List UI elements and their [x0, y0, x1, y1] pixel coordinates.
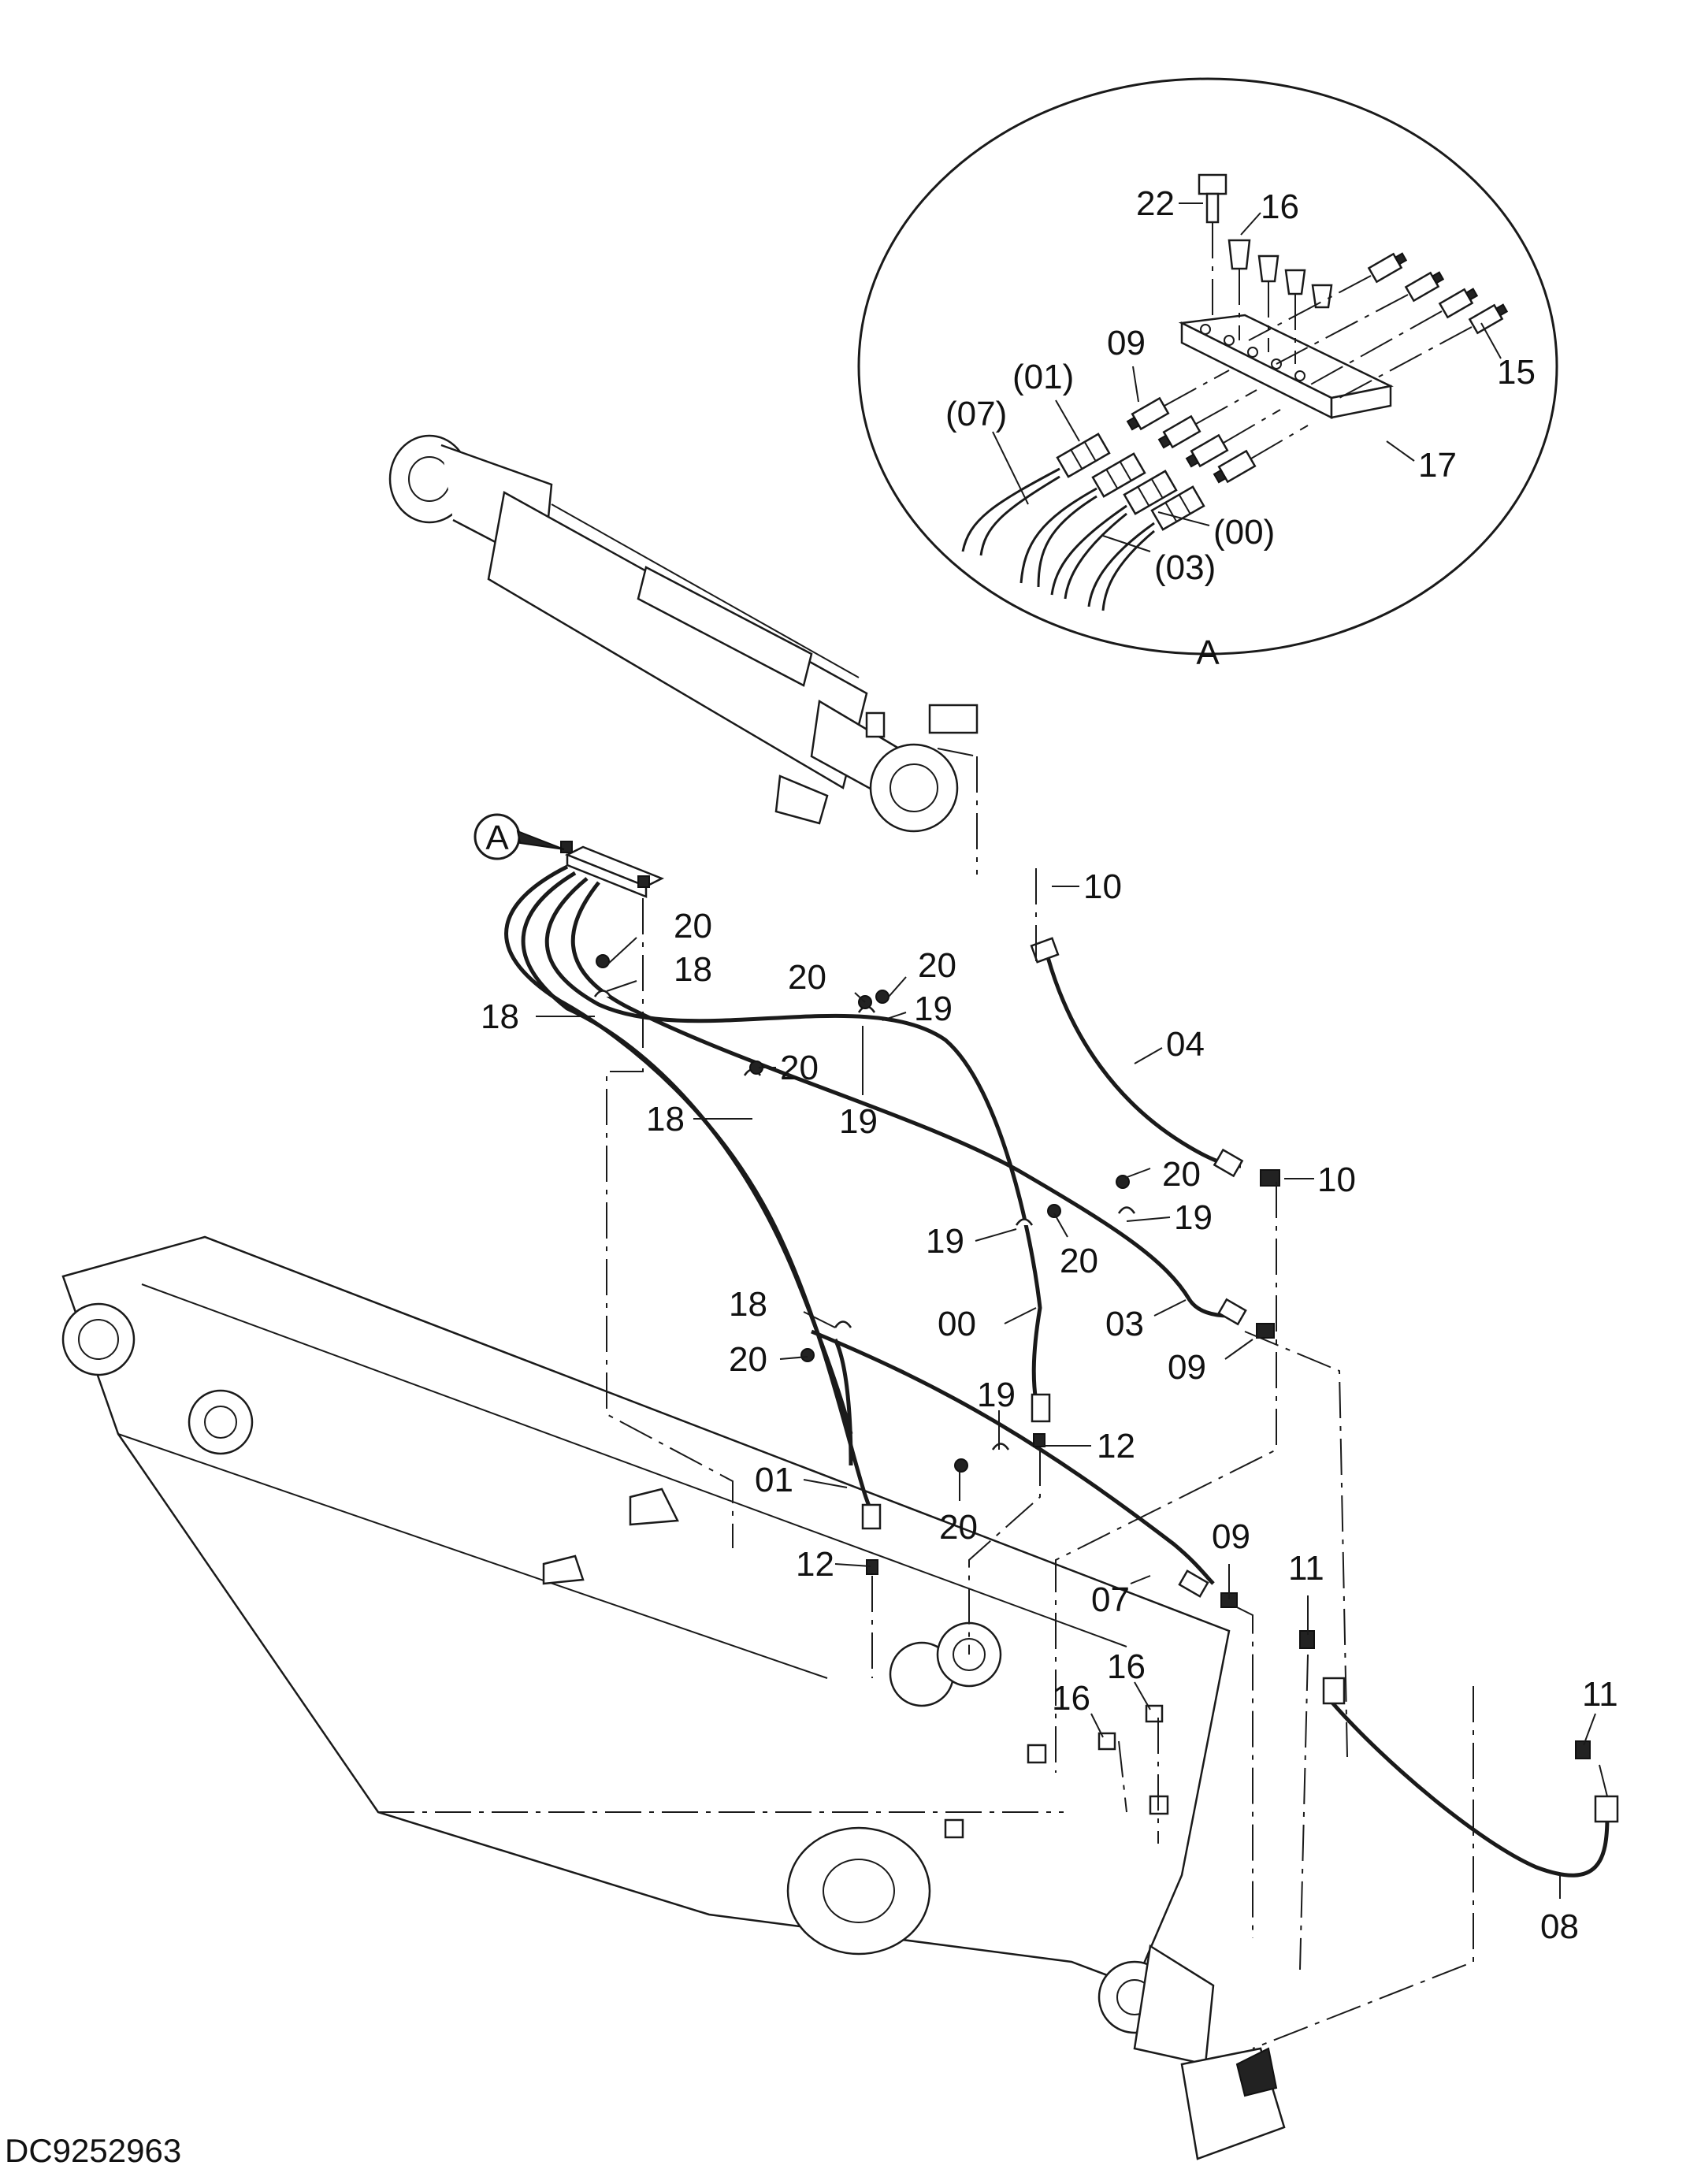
caps-16: [1227, 239, 1333, 364]
detail-circle: [857, 77, 1558, 656]
main-callouts: 10 04 10 20 18 18 20 20 19 20 18 19 20 1…: [481, 867, 1618, 1946]
callout-12-b: 12: [796, 1545, 834, 1584]
callout-07: 07: [1091, 1580, 1130, 1619]
callout-00: 00: [938, 1305, 976, 1343]
callout-11-b: 11: [1582, 1675, 1618, 1714]
bolt-22: [1198, 173, 1227, 323]
hose-ends-detail: [961, 433, 1205, 611]
callout-00-detail: (00): [1213, 513, 1275, 552]
callout-10-top: 10: [1083, 867, 1122, 906]
callout-19-a: 19: [914, 990, 953, 1028]
callout-01: 01: [755, 1461, 793, 1499]
callout-10-right: 10: [1317, 1161, 1356, 1199]
fittings-15: [1248, 252, 1509, 399]
hose-fittings: [861, 937, 1619, 1823]
callout-20-f: 20: [1060, 1242, 1098, 1280]
callout-12-a: 12: [1097, 1427, 1135, 1465]
callout-09-a: 09: [1168, 1348, 1206, 1387]
manifold-block: [1178, 314, 1394, 420]
clamps-bolts: [593, 954, 1136, 1473]
callout-20-c: 20: [918, 946, 956, 985]
detail-view-a: [857, 77, 1558, 656]
boom: [61, 1235, 1286, 2160]
callout-04: 04: [1166, 1025, 1205, 1064]
callout-16-b: 16: [1107, 1647, 1146, 1686]
callout-20-g: 20: [729, 1340, 767, 1379]
callout-18-d: 18: [729, 1285, 767, 1324]
callout-08: 08: [1540, 1907, 1579, 1946]
callout-18-b: 18: [481, 997, 519, 1036]
hose-04: [1045, 956, 1242, 1168]
manifold-main: [560, 841, 665, 898]
callout-19-c: 19: [1174, 1198, 1213, 1237]
callout-20-d: 20: [780, 1049, 819, 1087]
callout-01-detail: (01): [1012, 358, 1074, 396]
detail-leaders: [992, 202, 1502, 552]
detail-label-a: A: [1196, 633, 1220, 672]
drawing-id: DC9252963: [5, 2132, 182, 2169]
callout-09-b: 09: [1212, 1517, 1250, 1556]
routing-lines: [606, 867, 1608, 2049]
callout-18-c: 18: [646, 1100, 685, 1138]
hose-bundle: [504, 841, 1619, 2049]
arm-cylinder: [388, 434, 979, 875]
callout-09-detail: 09: [1107, 324, 1146, 362]
main-leaders: [536, 886, 1596, 1899]
callout-11-a: 11: [1288, 1549, 1324, 1588]
callout-17-detail: 17: [1418, 446, 1457, 485]
callout-07-detail: (07): [945, 395, 1007, 433]
detail-marker-a[interactable]: A: [474, 813, 565, 860]
callout-03: 03: [1105, 1305, 1144, 1343]
callout-19-b: 19: [839, 1102, 878, 1141]
adapters-09: [1126, 370, 1309, 484]
hose-08: [1330, 1700, 1610, 1878]
callout-16-a: 16: [1052, 1679, 1090, 1718]
callout-20-h: 20: [939, 1508, 978, 1547]
callout-19-d: 19: [926, 1222, 964, 1261]
marker-a-label: A: [485, 819, 509, 857]
callout-20-e: 20: [1162, 1155, 1201, 1194]
callout-20-b: 20: [788, 958, 826, 997]
callout-18-a: 18: [674, 950, 712, 989]
callout-22-detail: 22: [1136, 184, 1175, 223]
callout-16-detail: 16: [1261, 188, 1299, 226]
callout-19-e: 19: [977, 1376, 1016, 1414]
callout-20-a: 20: [674, 907, 712, 945]
callout-15-detail: 15: [1497, 353, 1536, 392]
callout-03-detail: (03): [1154, 548, 1216, 587]
detail-callouts: 22 16 09 (01) (07) 15 17 (00) (03) A: [945, 184, 1536, 672]
